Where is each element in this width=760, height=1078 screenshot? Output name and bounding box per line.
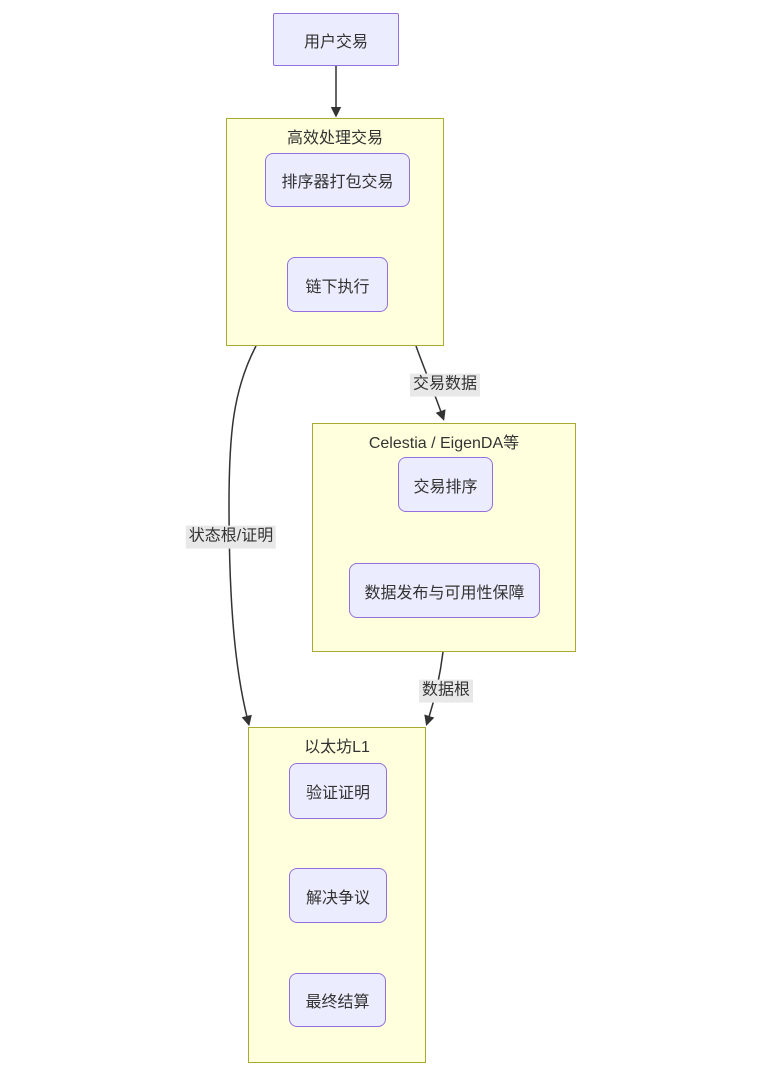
- cluster-l1-title: 以太坊L1: [304, 739, 370, 756]
- node-verify-proof: 验证证明: [289, 763, 387, 819]
- node-offchain-execution: 链下执行: [287, 257, 388, 312]
- node-tx-ordering: 交易排序: [398, 457, 493, 512]
- node-sequencer-pack: 排序器打包交易: [265, 153, 410, 207]
- node-resolve-dispute-label: 解决争议: [305, 889, 370, 907]
- edge-label-transaction-data: 交易数据: [409, 373, 481, 397]
- node-user-transaction-label: 用户交易: [303, 33, 368, 51]
- node-final-settlement: 最终结算: [289, 973, 386, 1027]
- edge-label-data-root: 数据根: [418, 679, 474, 703]
- cluster-l2-title: 高效处理交易: [286, 130, 383, 147]
- node-resolve-dispute: 解决争议: [289, 868, 387, 923]
- node-sequencer-pack-label: 排序器打包交易: [281, 174, 394, 191]
- cluster-da-title: Celestia / EigenDA等: [368, 435, 520, 452]
- node-verify-proof-label: 验证证明: [305, 785, 370, 802]
- node-tx-ordering-label: 交易排序: [413, 478, 478, 496]
- edge-l2-to-l1: [228, 345, 257, 727]
- edge-label-state-root-proof: 状态根/证明: [185, 525, 277, 549]
- node-data-publishing: 数据发布与可用性保障: [349, 563, 540, 618]
- node-user-transaction: 用户交易: [273, 13, 399, 66]
- node-final-settlement-label: 最终结算: [305, 994, 370, 1011]
- node-data-publishing-label: 数据发布与可用性保障: [364, 584, 525, 602]
- node-offchain-execution-label: 链下执行: [305, 278, 370, 296]
